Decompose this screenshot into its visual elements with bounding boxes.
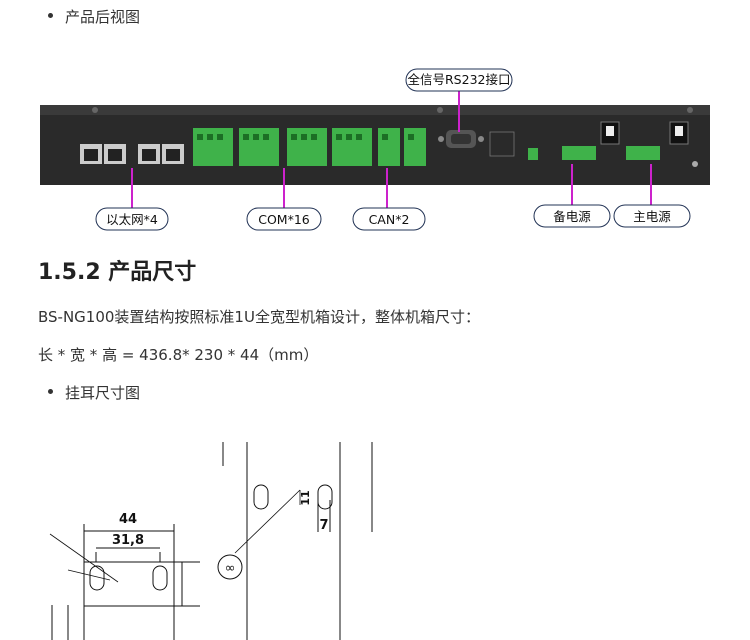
dim-44: 44	[119, 512, 137, 527]
dimension-description: BS-NG100装置结构按照标准1U全宽型机箱设计，整体机箱尺寸：	[38, 308, 480, 326]
callout-can: CAN*2	[369, 212, 410, 227]
dim-7: 7	[319, 518, 328, 533]
ethernet-ports	[80, 144, 184, 164]
balloon-infinity-icon: ∞	[225, 561, 236, 576]
bullet-text: 挂耳尺寸图	[65, 384, 141, 402]
dimension-formula: 长 * 宽 * 高 = 436.8* 230 * 44（mm）	[38, 346, 319, 364]
callout-com: COM*16	[258, 212, 310, 227]
bullet-rear-view: 产品后视图	[48, 6, 140, 27]
callout-lines	[131, 90, 652, 208]
callout-ethernet: 以太网*4	[106, 212, 158, 227]
bullet-dot	[48, 389, 53, 394]
callout-backup-power: 备电源	[553, 209, 591, 224]
bullet-text: 产品后视图	[65, 8, 141, 26]
bullet-dot	[48, 13, 53, 18]
section-heading: 1.5.2 产品尺寸	[38, 260, 197, 285]
main-power-connector	[626, 146, 660, 160]
terminal-blocks	[193, 128, 426, 166]
rear-view-image: 全信号RS232接口 以太网*4 COM*16 CAN*2 备电源 主电源	[40, 68, 710, 231]
dim-11: 11	[299, 490, 312, 505]
callout-rs232: 全信号RS232接口	[408, 72, 511, 87]
callout-main-power: 主电源	[633, 209, 671, 224]
dim-31-8: 31,8	[112, 533, 144, 548]
chassis-top	[40, 105, 710, 117]
bullet-ear-dim: 挂耳尺寸图	[48, 382, 140, 403]
backup-power-connector	[562, 146, 596, 160]
ear-dimension-drawing: 44 31,8 11 7 ∞	[49, 442, 373, 640]
